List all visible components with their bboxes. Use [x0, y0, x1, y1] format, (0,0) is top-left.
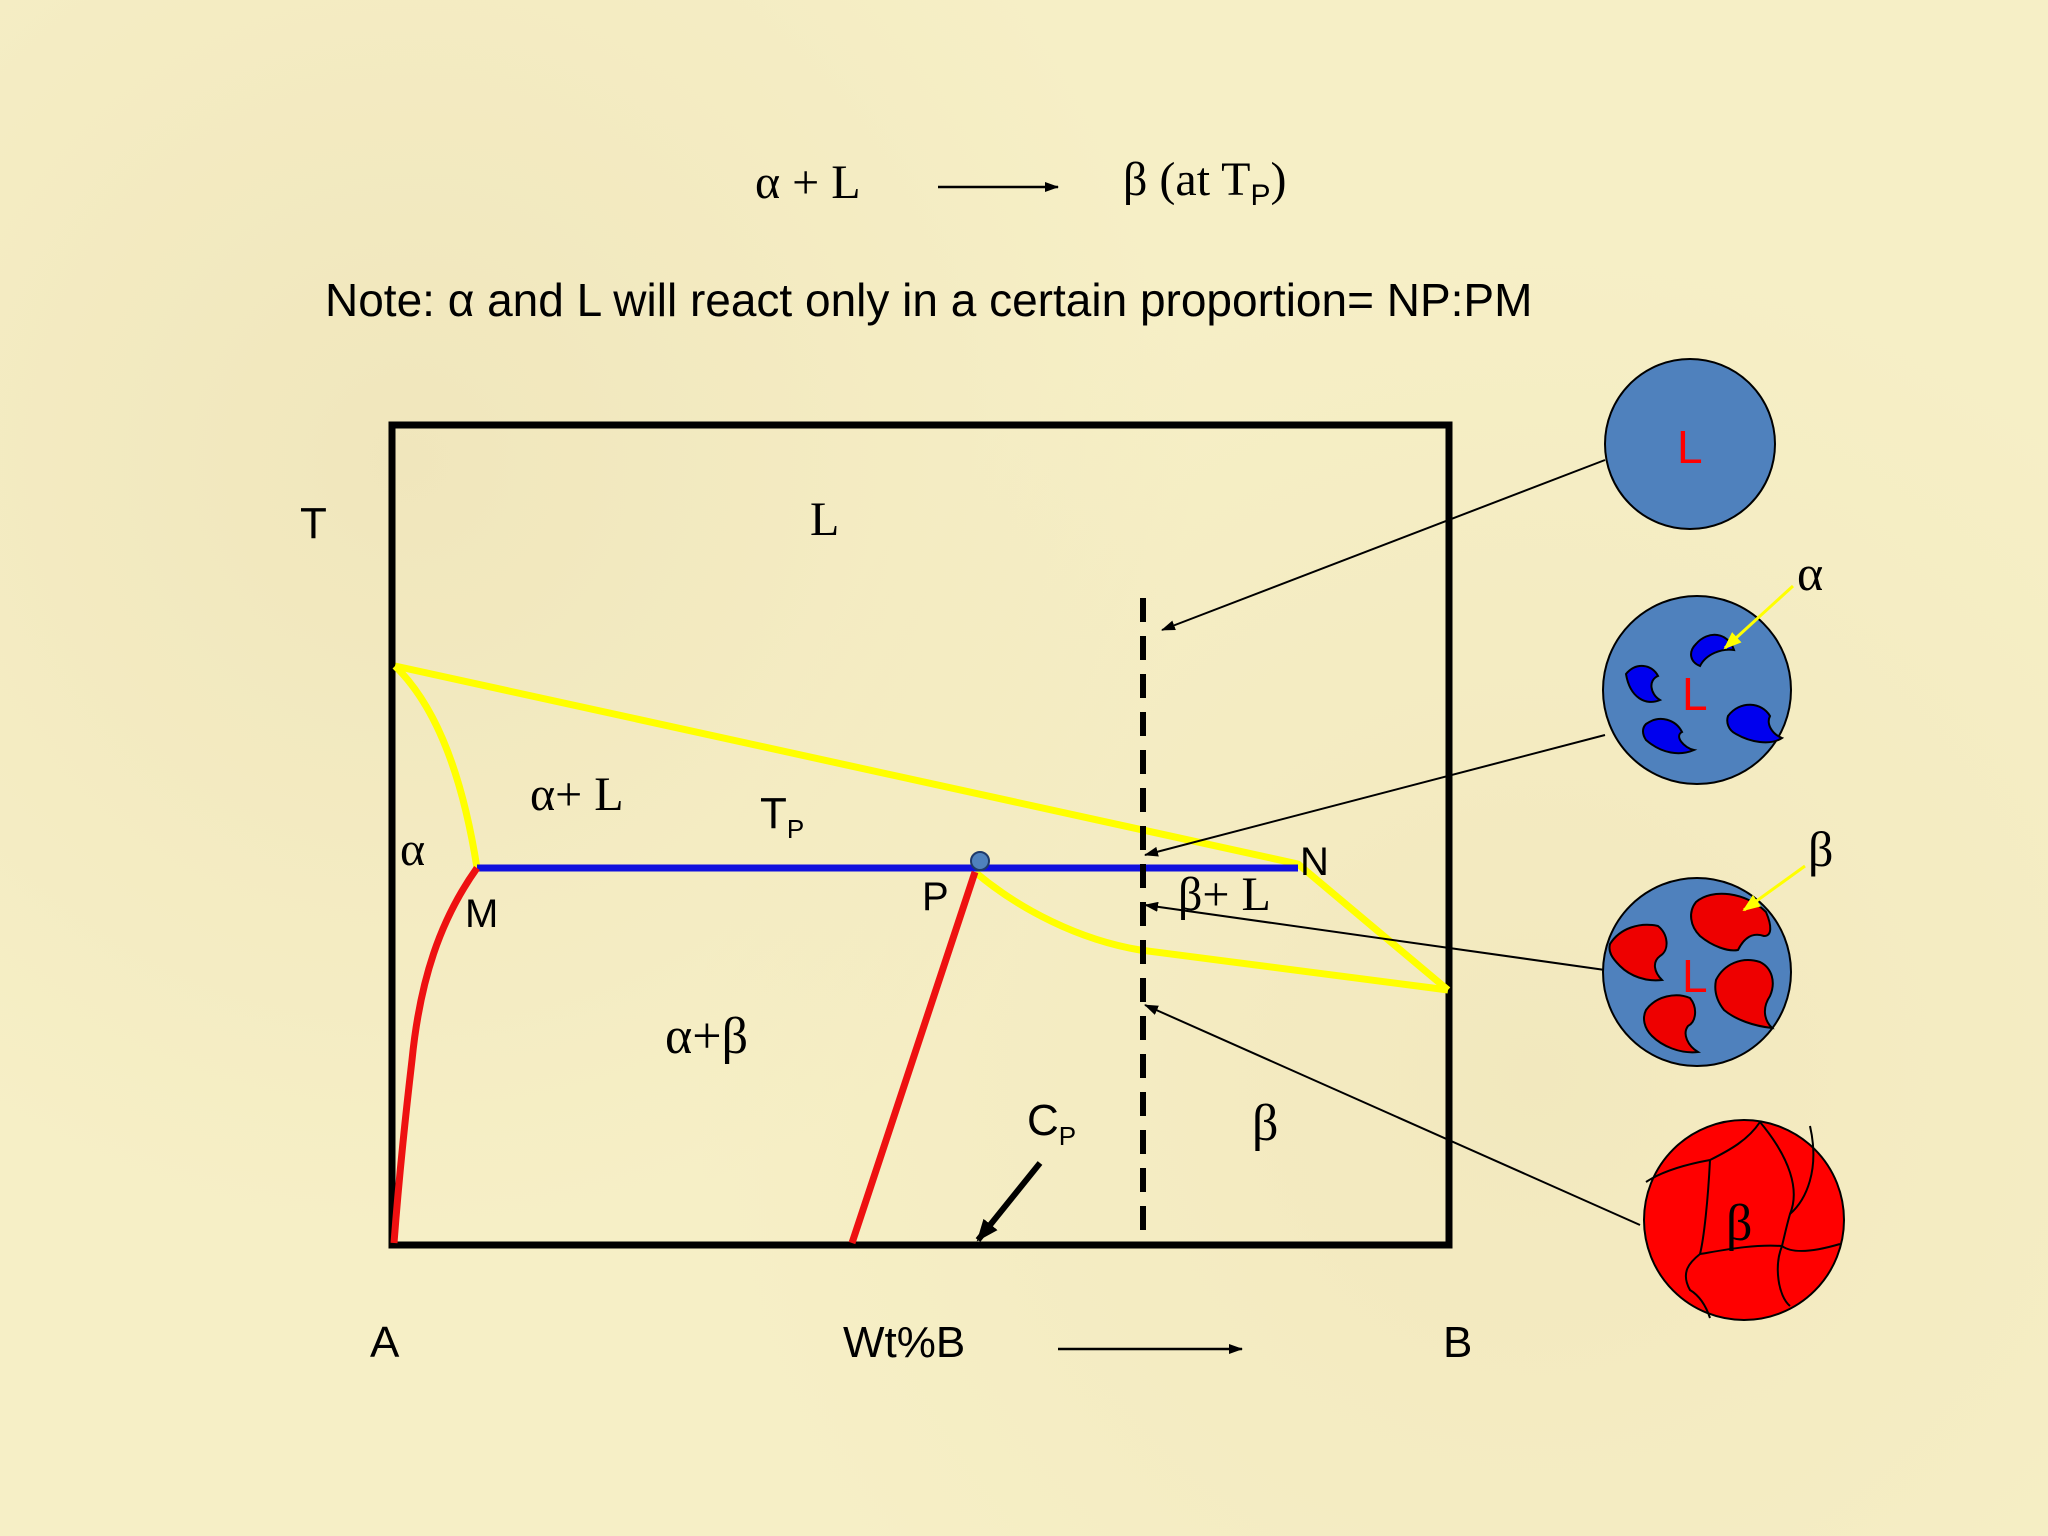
microstructure-beta-in-liquid: L β — [1602, 821, 1833, 1067]
region-beta: β — [1252, 1095, 1278, 1152]
region-beta-plus-liquid: β+ L — [1178, 868, 1271, 921]
alpha-callout-label: α — [1797, 545, 1823, 601]
beta-liquid-label: L — [1682, 950, 1708, 1002]
beta-grain — [1608, 923, 1668, 982]
label-cp: CP — [1027, 1096, 1076, 1151]
beta-solvus — [848, 870, 979, 1245]
leader-liquid — [1161, 459, 1606, 631]
liquid-circle — [1604, 358, 1776, 530]
reaction-right: β (at TP) — [1123, 153, 1287, 212]
beta-grain — [1714, 959, 1775, 1030]
leader-alpha-in-liquid — [1144, 734, 1606, 857]
liquid-circle-label: L — [1677, 421, 1703, 473]
alpha-grain — [1726, 703, 1785, 744]
reaction-left: α + L — [755, 156, 861, 209]
alpha-solidus — [392, 663, 481, 869]
beta-solid-circle — [1643, 1119, 1845, 1321]
region-alpha-plus-beta: α+β — [665, 1008, 748, 1065]
beta-liquidus — [972, 869, 1449, 994]
region-liquid: L — [810, 493, 839, 546]
alpha-grain — [1642, 717, 1698, 755]
alpha-solvus — [390, 865, 480, 1244]
region-alpha: α — [400, 823, 425, 876]
alpha-grain — [1690, 634, 1736, 668]
axis-x-right: B — [1443, 1318, 1472, 1367]
region-alpha-plus-liquid: α+ L — [530, 768, 624, 821]
phase-diagram: T A Wt%B B L α+ L α β+ L α+β β TP M P N … — [300, 421, 1472, 1367]
beta-callout-arrow — [1742, 864, 1806, 912]
beta-callout-label: β — [1808, 821, 1833, 877]
label-n: N — [1300, 840, 1329, 884]
grain-boundary — [1789, 1125, 1815, 1215]
alpha-callout-arrow — [1723, 584, 1795, 650]
diagram-frame — [388, 421, 1453, 1249]
axis-x-left: A — [370, 1318, 400, 1367]
alpha-grain — [1624, 665, 1663, 703]
microstructure-liquid: L — [1604, 358, 1776, 530]
beta-grain — [1643, 994, 1702, 1054]
axis-x-mid: Wt%B — [843, 1318, 965, 1367]
axis-y-label: T — [300, 499, 327, 548]
note-text: Note: α and L will react only in a certa… — [325, 274, 1532, 326]
reaction-equation: α + L β (at TP) — [755, 153, 1287, 212]
liquidus-line — [394, 662, 1451, 993]
cp-arrow — [975, 1161, 1043, 1242]
label-p: P — [922, 875, 949, 919]
leader-lines — [1144, 459, 1641, 1226]
microstructure-alpha-in-liquid: L α — [1602, 545, 1823, 785]
leader-beta-in-liquid — [1144, 901, 1606, 971]
grain-boundary — [1684, 1159, 1711, 1319]
alpha-liquid-label: L — [1682, 668, 1708, 720]
label-tp: TP — [760, 789, 804, 844]
beta-solid-label: β — [1726, 1195, 1752, 1252]
leader-beta-solid — [1144, 1004, 1641, 1226]
label-m: M — [465, 892, 498, 936]
grain-boundary — [1759, 1121, 1795, 1307]
peritectic-point — [970, 851, 990, 871]
microstructure-beta-solid: β — [1643, 1119, 1845, 1321]
